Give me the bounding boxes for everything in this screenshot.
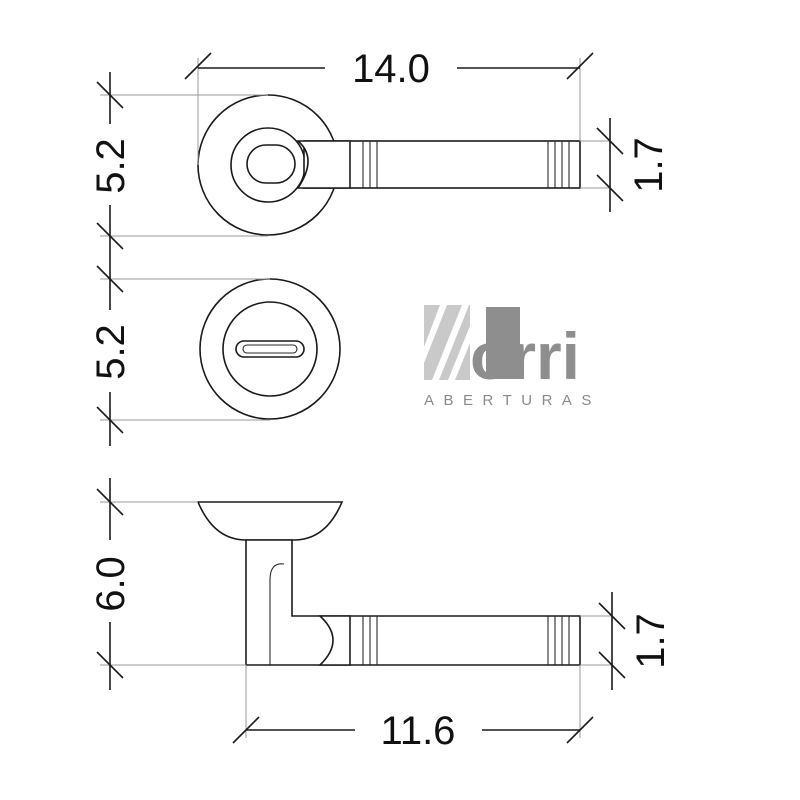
dim-label-lever-height-side: 1.7 (629, 613, 673, 669)
neck-curve (269, 563, 285, 665)
dimension-tick (96, 265, 124, 293)
logo-wordmark: orri (470, 319, 580, 393)
logo-mark-stripe (424, 305, 447, 363)
keyhole-slot-inner (242, 344, 298, 354)
dimension-lines (96, 52, 626, 744)
dimension-tick (566, 52, 594, 80)
lever-collar-side (317, 615, 351, 666)
extension-lines (100, 58, 612, 738)
dim-label-total-width: 14.0 (352, 47, 430, 91)
dimension-tick (96, 406, 124, 434)
dimension-tick (232, 716, 260, 744)
logo-mark-icon (424, 305, 520, 380)
dimension-labels: 14.0 5.2 5.2 6.0 1.7 1.7 11.6 (89, 47, 673, 753)
dim-label-projection: 6.0 (89, 556, 133, 612)
lever-collar-top (295, 140, 351, 189)
dimension-tick (598, 651, 626, 679)
rose-profile (196, 501, 344, 541)
dim-label-escutcheon-height: 5.2 (89, 324, 133, 380)
dimension-tick (184, 52, 212, 80)
handle-top-view (197, 94, 581, 236)
dimension-tick (566, 716, 594, 744)
dimension-tick (598, 602, 626, 630)
dim-label-lever-length: 11.6 (381, 709, 456, 753)
lever-profile (245, 539, 581, 666)
escutcheon-view (199, 278, 341, 420)
escutcheon-inner-circle (222, 301, 318, 397)
torri-logo: orri ABERTURAS (424, 305, 601, 409)
dimension-tick (596, 174, 624, 202)
dimension-tick (596, 127, 624, 155)
dim-label-rose-height: 5.2 (89, 138, 133, 194)
logo-mark-bar (486, 307, 520, 379)
handle-side-view (196, 501, 581, 666)
logo-mark-stripe (448, 326, 470, 380)
lever-neck (246, 144, 296, 184)
keyhole-slot (235, 340, 305, 358)
rose-inner-circle (230, 127, 306, 203)
dimension-tick (96, 81, 124, 109)
logo-tagline: ABERTURAS (424, 392, 601, 409)
dimension-tick (96, 222, 124, 250)
logo-mark-stripe (432, 305, 469, 380)
dimension-tick (96, 488, 124, 516)
dimension-tick (96, 651, 124, 679)
escutcheon-outer-circle (199, 278, 341, 420)
dim-label-lever-height-top: 1.7 (627, 137, 671, 193)
